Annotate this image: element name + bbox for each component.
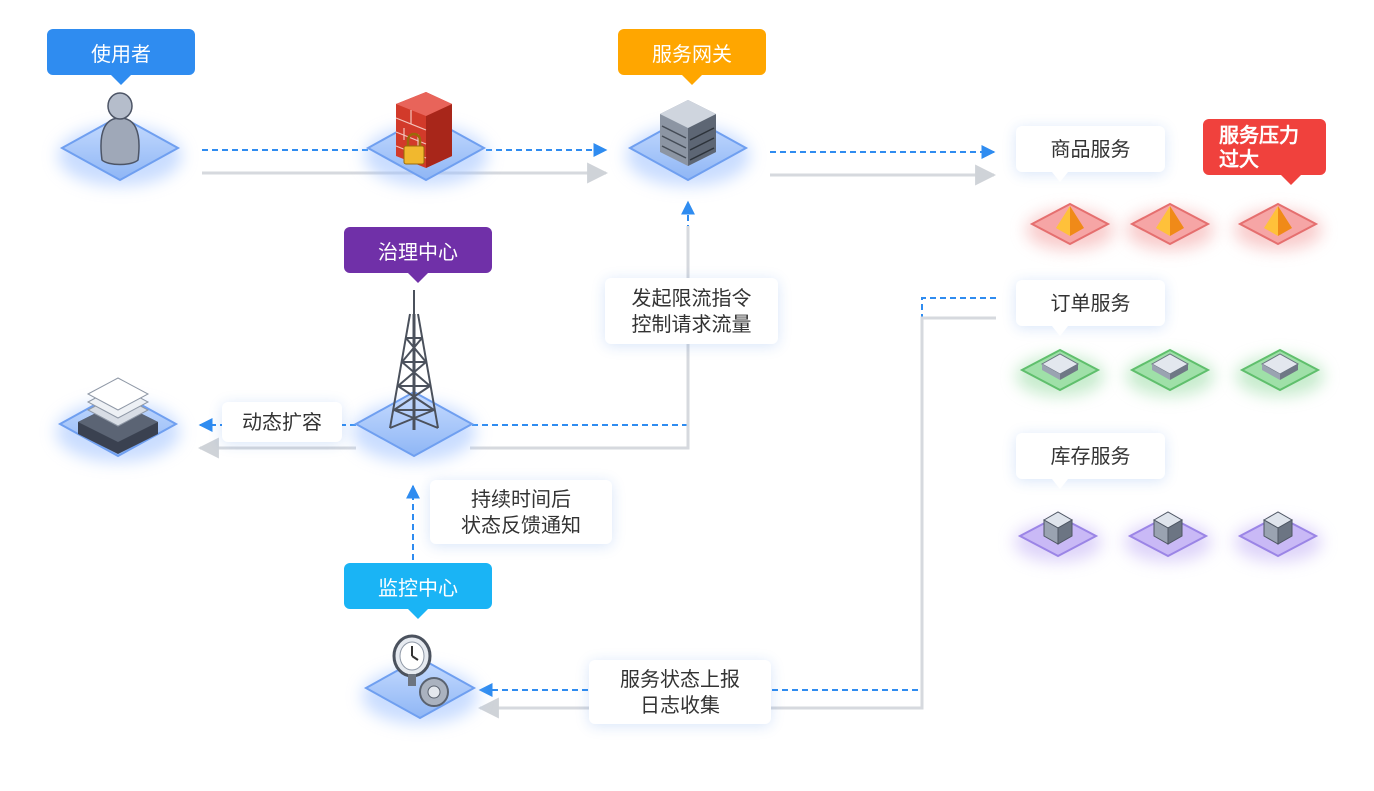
- firewall-node: [364, 92, 488, 186]
- cube-node-icon: [1042, 511, 1074, 545]
- inventory-node-1: [1014, 511, 1102, 562]
- pyramid-node-icon: [1264, 206, 1292, 236]
- report-line-1: 服务状态上报: [620, 667, 740, 691]
- firewall-icon: [395, 92, 452, 168]
- governance-label: 治理中心: [344, 227, 492, 283]
- user-label: 使用者: [47, 29, 195, 85]
- overload-alert-line-2: 过大: [1219, 147, 1259, 171]
- storage-node: [56, 377, 180, 462]
- pyramid-node-icon: [1056, 206, 1084, 236]
- governance-node: [352, 290, 476, 462]
- box-node-icon: [1260, 353, 1300, 380]
- user-node: [58, 92, 182, 186]
- feedback-line-2: 状态反馈通知: [461, 513, 581, 537]
- overload-alert-line-1: 服务压力: [1219, 123, 1299, 147]
- report-card: 服务状态上报 日志收集: [589, 660, 771, 724]
- inventory-service-nodes: [1014, 511, 1322, 562]
- feedback-card: 持续时间后 状态反馈通知: [430, 480, 612, 544]
- box-node-icon: [1150, 353, 1190, 380]
- order-service-label: 订单服务: [1016, 280, 1165, 336]
- tower-icon: [389, 290, 439, 430]
- order-node-3: [1236, 348, 1324, 396]
- pyramid-node-icon: [1156, 206, 1184, 236]
- monitor-label: 监控中心: [344, 563, 492, 619]
- gateway-label: 服务网关: [618, 29, 766, 85]
- monitor-node: [362, 634, 478, 724]
- user-icon: [100, 92, 140, 166]
- overload-alert-badge: 服务压力 过大: [1203, 119, 1326, 185]
- cube-node-icon: [1152, 511, 1184, 545]
- inventory-service-label: 库存服务: [1016, 433, 1165, 489]
- rate-limit-line-1: 发起限流指令: [631, 286, 752, 310]
- product-node-3: [1234, 202, 1322, 250]
- product-service-label: 商品服务: [1016, 126, 1165, 182]
- order-node-1: [1016, 348, 1104, 396]
- rate-limit-card: 发起限流指令 控制请求流量: [605, 278, 778, 344]
- feedback-line-1: 持续时间后: [471, 487, 571, 511]
- inventory-node-3: [1234, 511, 1322, 562]
- product-node-1: [1026, 202, 1114, 250]
- storage-stack-icon: [78, 377, 158, 454]
- inventory-node-2: [1124, 511, 1212, 562]
- server-icon: [660, 100, 716, 166]
- clock-gear-icon: [392, 634, 449, 707]
- product-node-2: [1126, 202, 1214, 250]
- rate-limit-line-2: 控制请求流量: [631, 312, 752, 336]
- product-service-nodes: [1026, 202, 1322, 250]
- box-node-icon: [1040, 353, 1080, 380]
- scale-out-label: 动态扩容: [222, 402, 342, 442]
- order-node-2: [1126, 348, 1214, 396]
- gateway-node: [626, 100, 750, 186]
- order-service-nodes: [1016, 348, 1324, 396]
- report-line-2: 日志收集: [640, 693, 720, 717]
- cube-node-icon: [1262, 511, 1294, 545]
